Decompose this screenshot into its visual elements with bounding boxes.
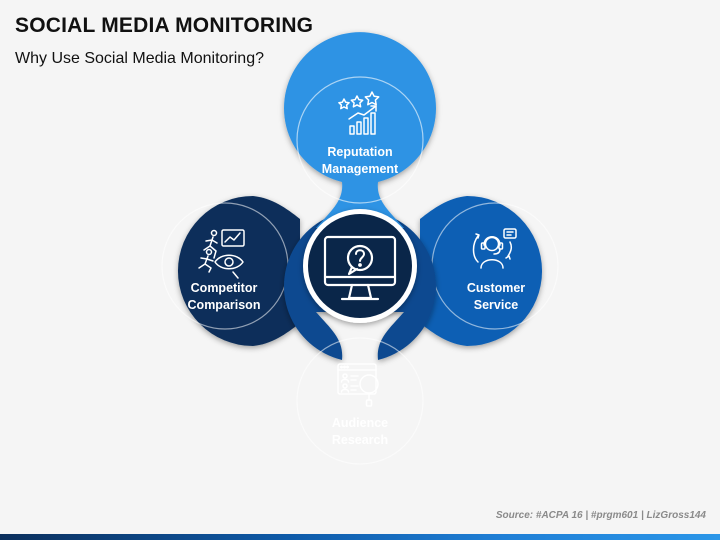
competitor-analysis-icon xyxy=(198,229,245,279)
source-citation: Source: #ACPA 16 | #prgm601 | LizGross14… xyxy=(495,510,706,521)
page-title: SOCIAL MEDIA MONITORING xyxy=(15,14,314,37)
monitor-question-icon xyxy=(323,235,397,301)
customer-support-icon xyxy=(472,228,517,269)
rating-growth-icon xyxy=(338,91,380,135)
petal-left-label: Competitor Comparison xyxy=(154,280,294,314)
petal-left-line2: Comparison xyxy=(187,298,261,312)
petal-right-line2: Service xyxy=(473,298,519,312)
petal-bottom-label: Audience Research xyxy=(290,415,430,449)
petal-left-line1: Competitor xyxy=(190,281,258,295)
petal-top-line1: Reputation xyxy=(327,145,393,159)
petal-bottom-line2: Research xyxy=(331,433,389,447)
petal-right-shape xyxy=(420,196,543,346)
petal-bottom-line1: Audience xyxy=(331,416,389,430)
petal-reputation-management xyxy=(284,32,436,228)
bottom-accent-bar xyxy=(0,534,720,540)
petal-top-shape xyxy=(284,32,436,228)
page-subtitle: Why Use Social Media Monitoring? xyxy=(15,50,264,67)
petal-right-line1: Customer xyxy=(466,281,526,295)
center-hub xyxy=(303,209,417,323)
petal-right-label: Customer Service xyxy=(426,280,566,314)
petal-left-shape xyxy=(177,196,300,346)
petal-customer-service xyxy=(420,196,559,346)
audience-search-icon xyxy=(337,363,379,407)
petal-bottom-ring xyxy=(296,337,424,465)
petal-competitor-comparison xyxy=(161,196,300,346)
petal-top-label: Reputation Management xyxy=(290,144,430,178)
petal-top-line2: Management xyxy=(321,162,399,176)
petal-top-ring xyxy=(296,76,424,204)
